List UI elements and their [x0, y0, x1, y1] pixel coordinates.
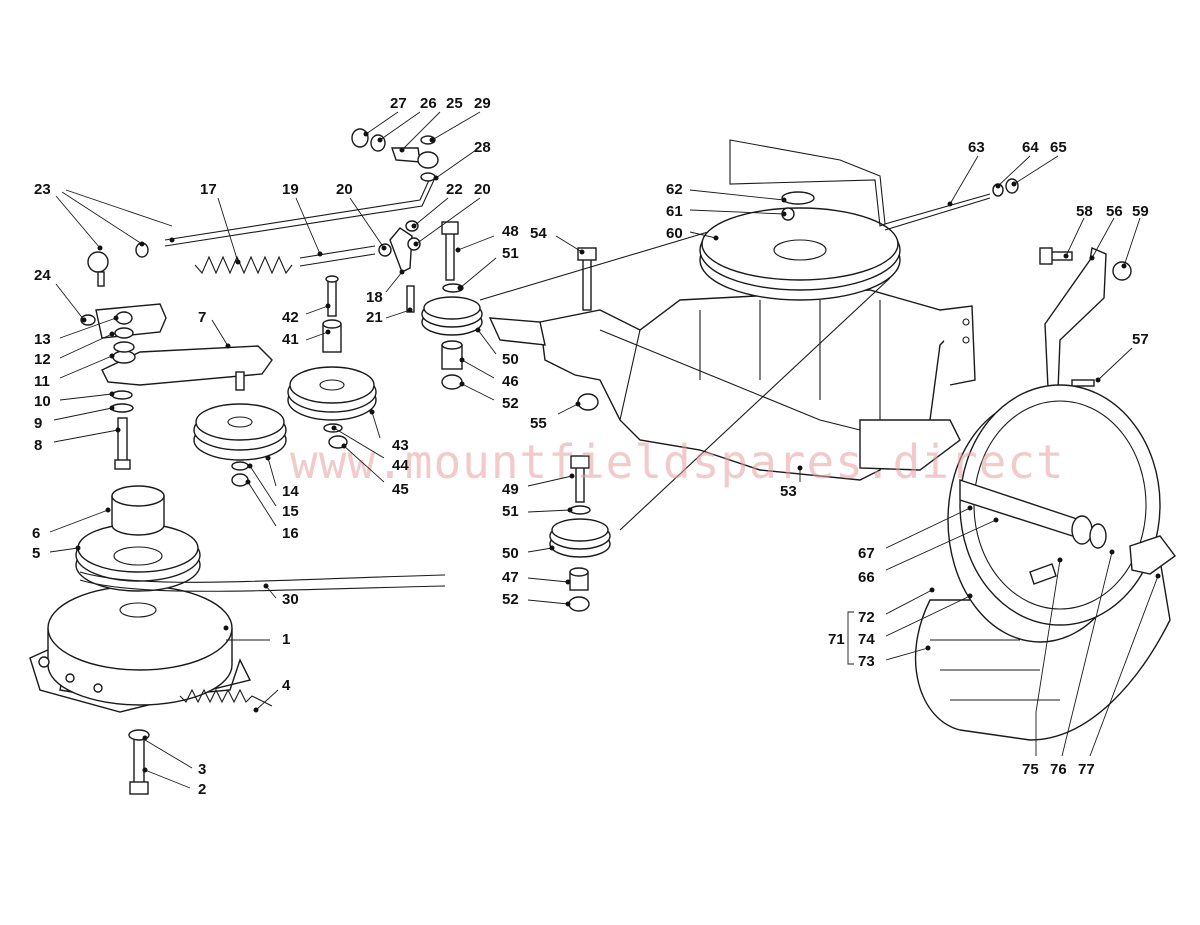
label-53: 53: [780, 483, 797, 500]
label-64: 64: [1022, 139, 1039, 156]
label-4: 4: [282, 677, 291, 694]
label-8: 8: [34, 437, 42, 454]
label-50-b: 50: [502, 545, 519, 562]
label-23: 23: [34, 181, 51, 198]
label-28: 28: [474, 139, 491, 156]
label-51-a: 51: [502, 245, 519, 262]
label-61: 61: [666, 203, 683, 220]
label-27: 27: [390, 95, 407, 112]
label-49: 49: [502, 481, 519, 498]
label-46: 46: [502, 373, 519, 390]
label-73: 73: [858, 653, 875, 670]
callouts: 1 2 3 4 5 6 7 8 9 10 11 12 13 14 15 16 1: [32, 95, 1161, 798]
label-20-a: 20: [336, 181, 353, 198]
label-57: 57: [1132, 331, 1149, 348]
label-67: 67: [858, 545, 875, 562]
label-15: 15: [282, 503, 299, 520]
label-71: 71: [828, 631, 845, 648]
label-76: 76: [1050, 761, 1067, 778]
rear-wheel: [914, 384, 1176, 741]
label-22: 22: [446, 181, 463, 198]
label-62: 62: [666, 181, 683, 198]
label-52-b: 52: [502, 591, 519, 608]
label-47: 47: [502, 569, 519, 586]
label-44: 44: [392, 457, 409, 474]
label-6: 6: [32, 525, 40, 542]
label-17: 17: [200, 181, 217, 198]
label-7: 7: [198, 309, 206, 326]
transaxle-pulley: [699, 191, 901, 301]
label-52-a: 52: [502, 395, 519, 412]
label-42: 42: [282, 309, 299, 326]
label-12: 12: [34, 351, 51, 368]
label-51-b: 51: [502, 503, 519, 520]
label-9: 9: [34, 415, 42, 432]
label-72: 72: [858, 609, 875, 626]
label-2: 2: [198, 781, 206, 798]
label-77: 77: [1078, 761, 1095, 778]
label-54: 54: [530, 225, 547, 242]
label-58: 58: [1076, 203, 1093, 220]
label-20-b: 20: [474, 181, 491, 198]
label-14: 14: [282, 483, 299, 500]
label-45: 45: [392, 481, 409, 498]
label-59: 59: [1132, 203, 1149, 220]
label-55: 55: [530, 415, 547, 432]
label-26: 26: [420, 95, 437, 112]
transaxle: [488, 289, 976, 481]
label-5: 5: [32, 545, 40, 562]
label-41: 41: [282, 331, 299, 348]
label-24: 24: [34, 267, 51, 284]
label-3: 3: [198, 761, 206, 778]
label-16: 16: [282, 525, 299, 542]
label-21: 21: [366, 309, 383, 326]
label-18: 18: [366, 289, 383, 306]
label-63: 63: [968, 139, 985, 156]
label-1: 1: [282, 631, 290, 648]
watermark: www.mountfieldspares.direct: [290, 435, 1065, 489]
electric-clutch: [29, 585, 252, 713]
label-50-a: 50: [502, 351, 519, 368]
hub-6: [111, 485, 165, 536]
label-43: 43: [392, 437, 409, 454]
label-10: 10: [34, 393, 51, 410]
label-29: 29: [474, 95, 491, 112]
label-65: 65: [1050, 139, 1067, 156]
label-13: 13: [34, 331, 51, 348]
label-19: 19: [282, 181, 299, 198]
label-60: 60: [666, 225, 683, 242]
label-66: 66: [858, 569, 875, 586]
label-11: 11: [34, 373, 50, 390]
label-75: 75: [1022, 761, 1039, 778]
label-74: 74: [858, 631, 875, 648]
label-30: 30: [282, 591, 299, 608]
label-25: 25: [446, 95, 463, 112]
label-56: 56: [1106, 203, 1123, 220]
label-48: 48: [502, 223, 519, 240]
